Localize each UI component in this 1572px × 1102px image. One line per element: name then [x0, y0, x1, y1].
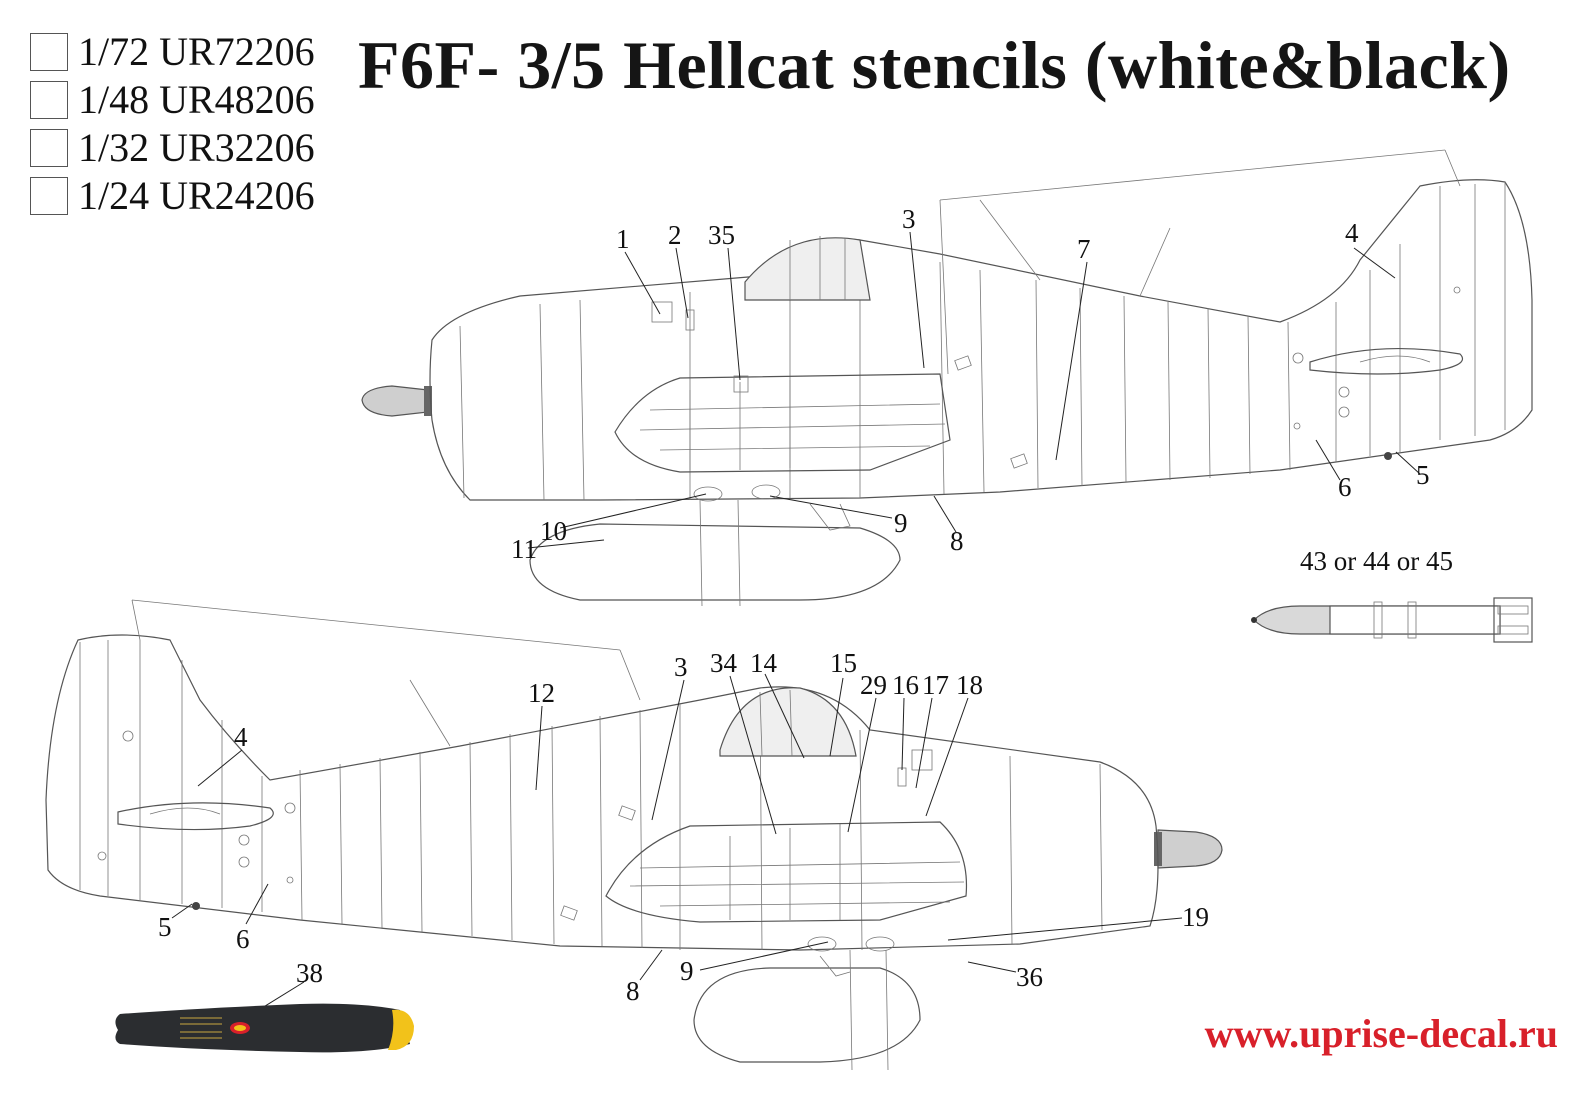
scale-checkbox[interactable] — [30, 177, 68, 215]
scale-option-148[interactable]: 1/48 UR48206 — [30, 76, 315, 124]
callout-number: 35 — [708, 220, 735, 250]
scale-list: 1/72 UR72206 1/48 UR48206 1/32 UR32206 1… — [30, 28, 315, 220]
callout-number: 6 — [1338, 472, 1352, 502]
callout-number: 29 — [860, 670, 887, 700]
callout-number: 17 — [922, 670, 949, 700]
scale-label: 1/32 UR32206 — [78, 125, 315, 170]
aircraft-left-profile — [361, 149, 1533, 607]
callout-number: 6 — [236, 924, 250, 954]
bottom-view-callouts: 12 3 34 14 15 29 16 17 18 4 5 6 8 9 19 3… — [158, 648, 1209, 1025]
scale-checkbox[interactable] — [30, 81, 68, 119]
propeller-blade — [115, 1003, 414, 1053]
top-view-callouts: 1 2 35 3 7 4 5 6 8 9 10 11 — [511, 204, 1430, 564]
page-title: F6F- 3/5 Hellcat stencils (white&black) — [358, 27, 1511, 103]
scale-option-172[interactable]: 1/72 UR72206 — [30, 28, 315, 76]
callout-number: 5 — [158, 912, 172, 942]
callout-number: 18 — [956, 670, 983, 700]
callout-number: 5 — [1416, 460, 1430, 490]
website-link[interactable]: www.uprise-decal.ru — [1204, 1011, 1558, 1056]
callout-number: 10 — [540, 516, 567, 546]
callout-number: 38 — [296, 958, 323, 988]
scale-option-132[interactable]: 1/32 UR32206 — [30, 124, 315, 172]
drop-tank: 43 or 44 or 45 — [1251, 546, 1533, 643]
aircraft-right-profile — [45, 599, 1223, 1071]
callout-number: 7 — [1077, 234, 1091, 264]
scale-label: 1/24 UR24206 — [78, 173, 315, 218]
callout-number: 9 — [894, 508, 908, 538]
callout-number: 11 — [511, 534, 537, 564]
callout-number: 8 — [626, 976, 640, 1006]
callout-number: 15 — [830, 648, 857, 678]
callout-number: 1 — [616, 224, 630, 254]
callout-number: 36 — [1016, 962, 1043, 992]
callout-number: 2 — [668, 220, 682, 250]
callout-number: 16 — [892, 670, 919, 700]
callout-number: 3 — [902, 204, 916, 234]
callout-number: 4 — [1345, 218, 1359, 248]
callout-number: 3 — [674, 652, 688, 682]
callout-number: 14 — [750, 648, 778, 678]
callout-number: 8 — [950, 526, 964, 556]
scale-checkbox[interactable] — [30, 129, 68, 167]
callout-number: 12 — [528, 678, 555, 708]
scale-option-124[interactable]: 1/24 UR24206 — [30, 172, 315, 220]
callout-number: 4 — [234, 722, 248, 752]
callout-number: 34 — [710, 648, 738, 678]
callout-number: 19 — [1182, 902, 1209, 932]
scale-label: 1/48 UR48206 — [78, 77, 315, 122]
scale-checkbox[interactable] — [30, 33, 68, 71]
callout-number: 9 — [680, 956, 694, 986]
scale-label: 1/72 UR72206 — [78, 29, 315, 74]
drop-tank-label: 43 or 44 or 45 — [1300, 546, 1453, 576]
